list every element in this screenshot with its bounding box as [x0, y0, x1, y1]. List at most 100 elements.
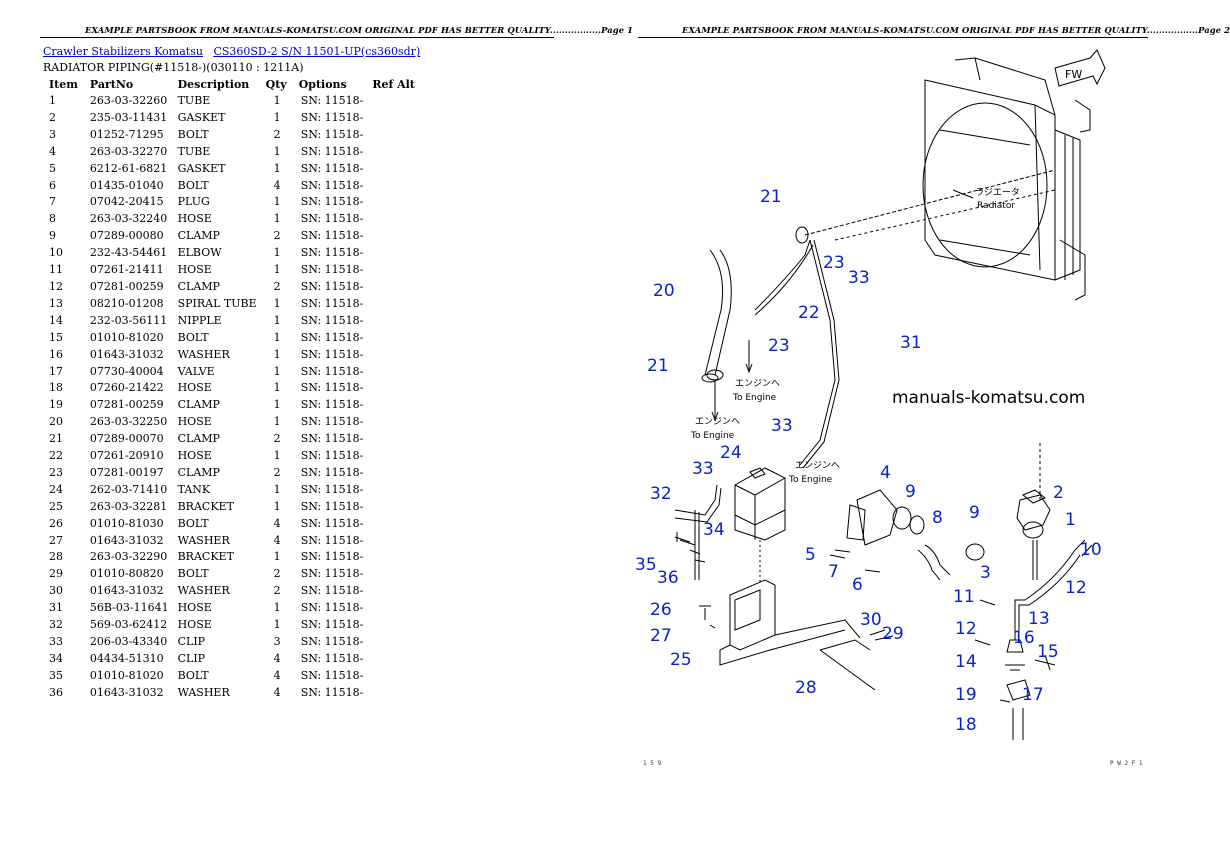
breadcrumb-link-model[interactable]: CS360SD-2 S/N 11501-UP(cs360sdr)	[213, 45, 421, 58]
page-header: EXAMPLE PARTSBOOK FROM MANUALS-KOMATSU.C…	[85, 25, 634, 35]
cell-item: 34	[49, 651, 63, 665]
callout-35: 35	[635, 555, 657, 575]
cell-description: CLAMP	[177, 279, 220, 293]
cell-ref-alt	[366, 482, 421, 499]
callout-15: 15	[1037, 642, 1059, 662]
cell-partno: 08210-01208	[89, 296, 164, 310]
engine-label-en-3: To Engine	[788, 475, 833, 485]
cell-partno: 263-03-32240	[89, 212, 168, 226]
cell-description: PLUG	[177, 195, 210, 209]
callout-33a: 33	[848, 268, 870, 288]
callouts: 1 2 3 4 5 6 7 8 9 9 10 11 12 12 13 14 15…	[635, 187, 1102, 735]
cell-item: 23	[49, 465, 63, 479]
cell-ref-alt	[366, 313, 421, 330]
cell-item: 35	[49, 668, 63, 682]
cell-options: SN: 11518-	[300, 364, 364, 378]
cell-ref-alt	[366, 583, 421, 600]
cell-options: SN: 11518-	[300, 94, 364, 107]
callout-10: 10	[1080, 540, 1102, 560]
cell-qty: 1	[273, 415, 281, 429]
callout-14: 14	[955, 652, 977, 672]
cell-partno: 01643-31032	[89, 533, 164, 547]
callout-9a: 9	[905, 482, 916, 502]
engine-label-jp-2: エンジンへ	[695, 417, 740, 427]
cell-partno: 07042-20415	[89, 195, 164, 209]
cell-options: SN: 11518-	[300, 161, 364, 175]
cell-ref-alt	[366, 414, 421, 431]
cell-item: 31	[49, 601, 63, 615]
cell-item: 2	[49, 110, 56, 124]
cell-qty: 1	[273, 144, 281, 158]
cell-item: 5	[49, 161, 56, 175]
cell-item: 3	[49, 127, 56, 141]
cell-ref-alt	[366, 533, 421, 550]
callout-23a: 23	[823, 253, 845, 273]
callout-4: 4	[880, 463, 891, 483]
cell-partno: 569-03-62412	[89, 618, 168, 632]
callout-28: 28	[795, 678, 817, 698]
forward-arrow-icon: FW	[1054, 49, 1106, 87]
cell-qty: 4	[273, 533, 281, 547]
breadcrumb-link-category[interactable]: Crawler Stabilizers Komatsu	[43, 45, 203, 58]
callout-9b: 9	[969, 503, 980, 523]
cell-item: 6	[49, 178, 56, 192]
cell-description: HOSE	[177, 263, 212, 277]
cell-ref-alt	[366, 110, 421, 127]
callout-31: 31	[900, 333, 922, 353]
cell-description: HOSE	[177, 381, 212, 395]
cell-description: SPIRAL TUBE	[177, 296, 257, 310]
callout-13: 13	[1028, 609, 1050, 629]
callout-18: 18	[955, 715, 977, 735]
cell-qty: 1	[273, 110, 281, 124]
cell-options: SN: 11518-	[300, 246, 364, 260]
cell-ref-alt	[366, 194, 421, 211]
cell-ref-alt	[366, 245, 421, 262]
cell-description: WASHER	[177, 533, 230, 547]
callout-21b: 21	[647, 356, 669, 376]
header-divider	[40, 37, 554, 38]
cell-item: 32	[49, 618, 63, 632]
cell-options: SN: 11518-	[300, 296, 364, 310]
cell-item: 18	[49, 381, 63, 395]
cell-partno: 01252-71295	[89, 127, 164, 141]
cell-description: WASHER	[177, 584, 230, 598]
cell-item: 33	[49, 635, 63, 648]
cell-qty: 3	[273, 635, 281, 648]
cell-qty: 4	[273, 668, 281, 682]
cell-qty: 2	[273, 432, 281, 446]
cell-item: 20	[49, 415, 63, 429]
cell-ref-alt	[366, 330, 421, 347]
callout-2: 2	[1053, 483, 1064, 503]
cell-ref-alt	[366, 161, 421, 178]
cell-description: BOLT	[177, 567, 209, 581]
cell-description: CLIP	[177, 635, 206, 648]
cell-qty: 1	[273, 381, 281, 395]
engine-label-en-1: To Engine	[732, 393, 777, 403]
cell-qty: 1	[273, 94, 281, 107]
cell-ref-alt	[366, 364, 421, 381]
radiator-piping-diagram: FW ラジエータ Radiator	[635, 49, 1106, 740]
cell-qty: 1	[273, 601, 281, 615]
cell-qty: 1	[273, 618, 281, 632]
header-divider	[638, 37, 1148, 38]
cell-description: TANK	[177, 482, 211, 496]
cell-description: HOSE	[177, 601, 212, 615]
cell-partno: 07281-00197	[89, 465, 164, 479]
cell-description: BRACKET	[177, 499, 234, 513]
cell-item: 17	[49, 364, 63, 378]
cell-description: CLAMP	[177, 398, 220, 412]
cell-item: 10	[49, 246, 63, 260]
cell-options: SN: 11518-	[300, 347, 364, 361]
diagram-page: EXAMPLE PARTSBOOK FROM MANUALS-KOMATSU.C…	[595, 0, 1230, 842]
